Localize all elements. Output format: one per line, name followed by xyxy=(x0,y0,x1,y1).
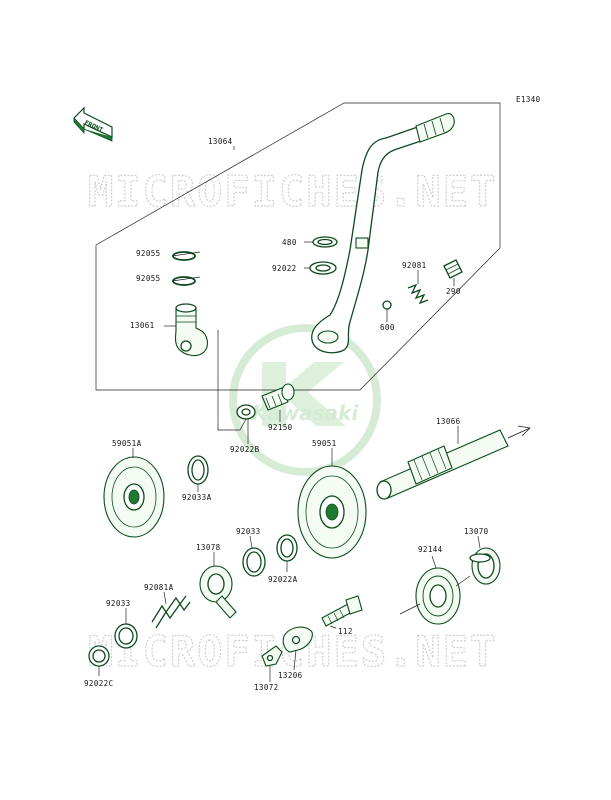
part-label-13066: 13066 xyxy=(436,417,461,426)
ring-92033-lower xyxy=(114,623,138,649)
diagram-code: E1340 xyxy=(516,95,541,104)
bolt-112 xyxy=(321,595,363,627)
part-label-13064: 13064 xyxy=(208,137,233,146)
part-label-600: 600 xyxy=(380,323,395,332)
ring-92033 xyxy=(242,547,266,577)
part-label-13072: 13072 xyxy=(254,683,279,692)
part-label-92144: 92144 xyxy=(418,545,443,554)
part-label-92055-1: 92055 xyxy=(136,249,161,258)
leader-lines xyxy=(98,146,481,682)
part-label-92150: 92150 xyxy=(268,423,293,432)
kick-pedal-arm xyxy=(311,113,455,354)
lever-13061 xyxy=(174,303,209,357)
part-label-92033a: 92033A xyxy=(182,493,212,502)
part-label-59051a: 59051A xyxy=(112,439,142,448)
part-label-92022a: 92022A xyxy=(268,575,298,584)
part-labels: 13064 480 92022 92081 290 600 92055 9205… xyxy=(84,137,489,692)
part-label-13078: 13078 xyxy=(196,543,221,552)
front-label: FRONT xyxy=(83,119,104,135)
part-label-92022b: 92022B xyxy=(230,445,260,454)
watermark-top: MICROFICHES.NET xyxy=(87,166,497,216)
part-label-92081: 92081 xyxy=(402,261,427,270)
part-label-290: 290 xyxy=(446,287,461,296)
part-label-13070: 13070 xyxy=(464,527,489,536)
kawasaki-logo-watermark: Kawasaki xyxy=(229,324,381,476)
washer-92022 xyxy=(309,261,337,275)
watermark-text: MICROFICHES.NET xyxy=(88,167,497,216)
part-label-92055-2: 92055 xyxy=(136,274,161,283)
part-label-112: 112 xyxy=(338,627,353,636)
part-label-13206: 13206 xyxy=(278,671,303,680)
pin-290 xyxy=(443,259,463,279)
kick-pedal-assembly-outline xyxy=(95,102,501,391)
washer-92022b xyxy=(236,404,256,420)
part-label-480: 480 xyxy=(282,238,297,247)
ratchet-13078 xyxy=(199,565,237,619)
spring-92144 xyxy=(399,567,471,625)
part-label-13061: 13061 xyxy=(130,321,155,330)
ball-600 xyxy=(382,300,392,310)
part-label-92033-lower: 92033 xyxy=(106,599,131,608)
part-label-92081a: 92081A xyxy=(144,583,174,592)
spring-92081a xyxy=(151,595,191,629)
washer-480 xyxy=(312,236,338,248)
part-label-59051: 59051 xyxy=(312,439,337,448)
gear-59051 xyxy=(297,465,367,559)
ring-92022c xyxy=(88,645,110,667)
part-label-92022: 92022 xyxy=(272,264,297,273)
bolt-92150 xyxy=(261,383,295,411)
ring-92033a xyxy=(187,455,209,485)
front-arrow-icon: FRONT xyxy=(73,106,113,142)
ring-92022a xyxy=(276,534,298,562)
shaft-13066 xyxy=(376,425,531,500)
part-label-92022c: 92022C xyxy=(84,679,114,688)
spring-92081 xyxy=(407,283,429,305)
guide-13070 xyxy=(469,547,501,585)
gear-59051a xyxy=(103,456,165,538)
plate-13206 xyxy=(282,626,313,653)
pawl-13072 xyxy=(261,645,283,667)
part-label-92033: 92033 xyxy=(236,527,261,536)
